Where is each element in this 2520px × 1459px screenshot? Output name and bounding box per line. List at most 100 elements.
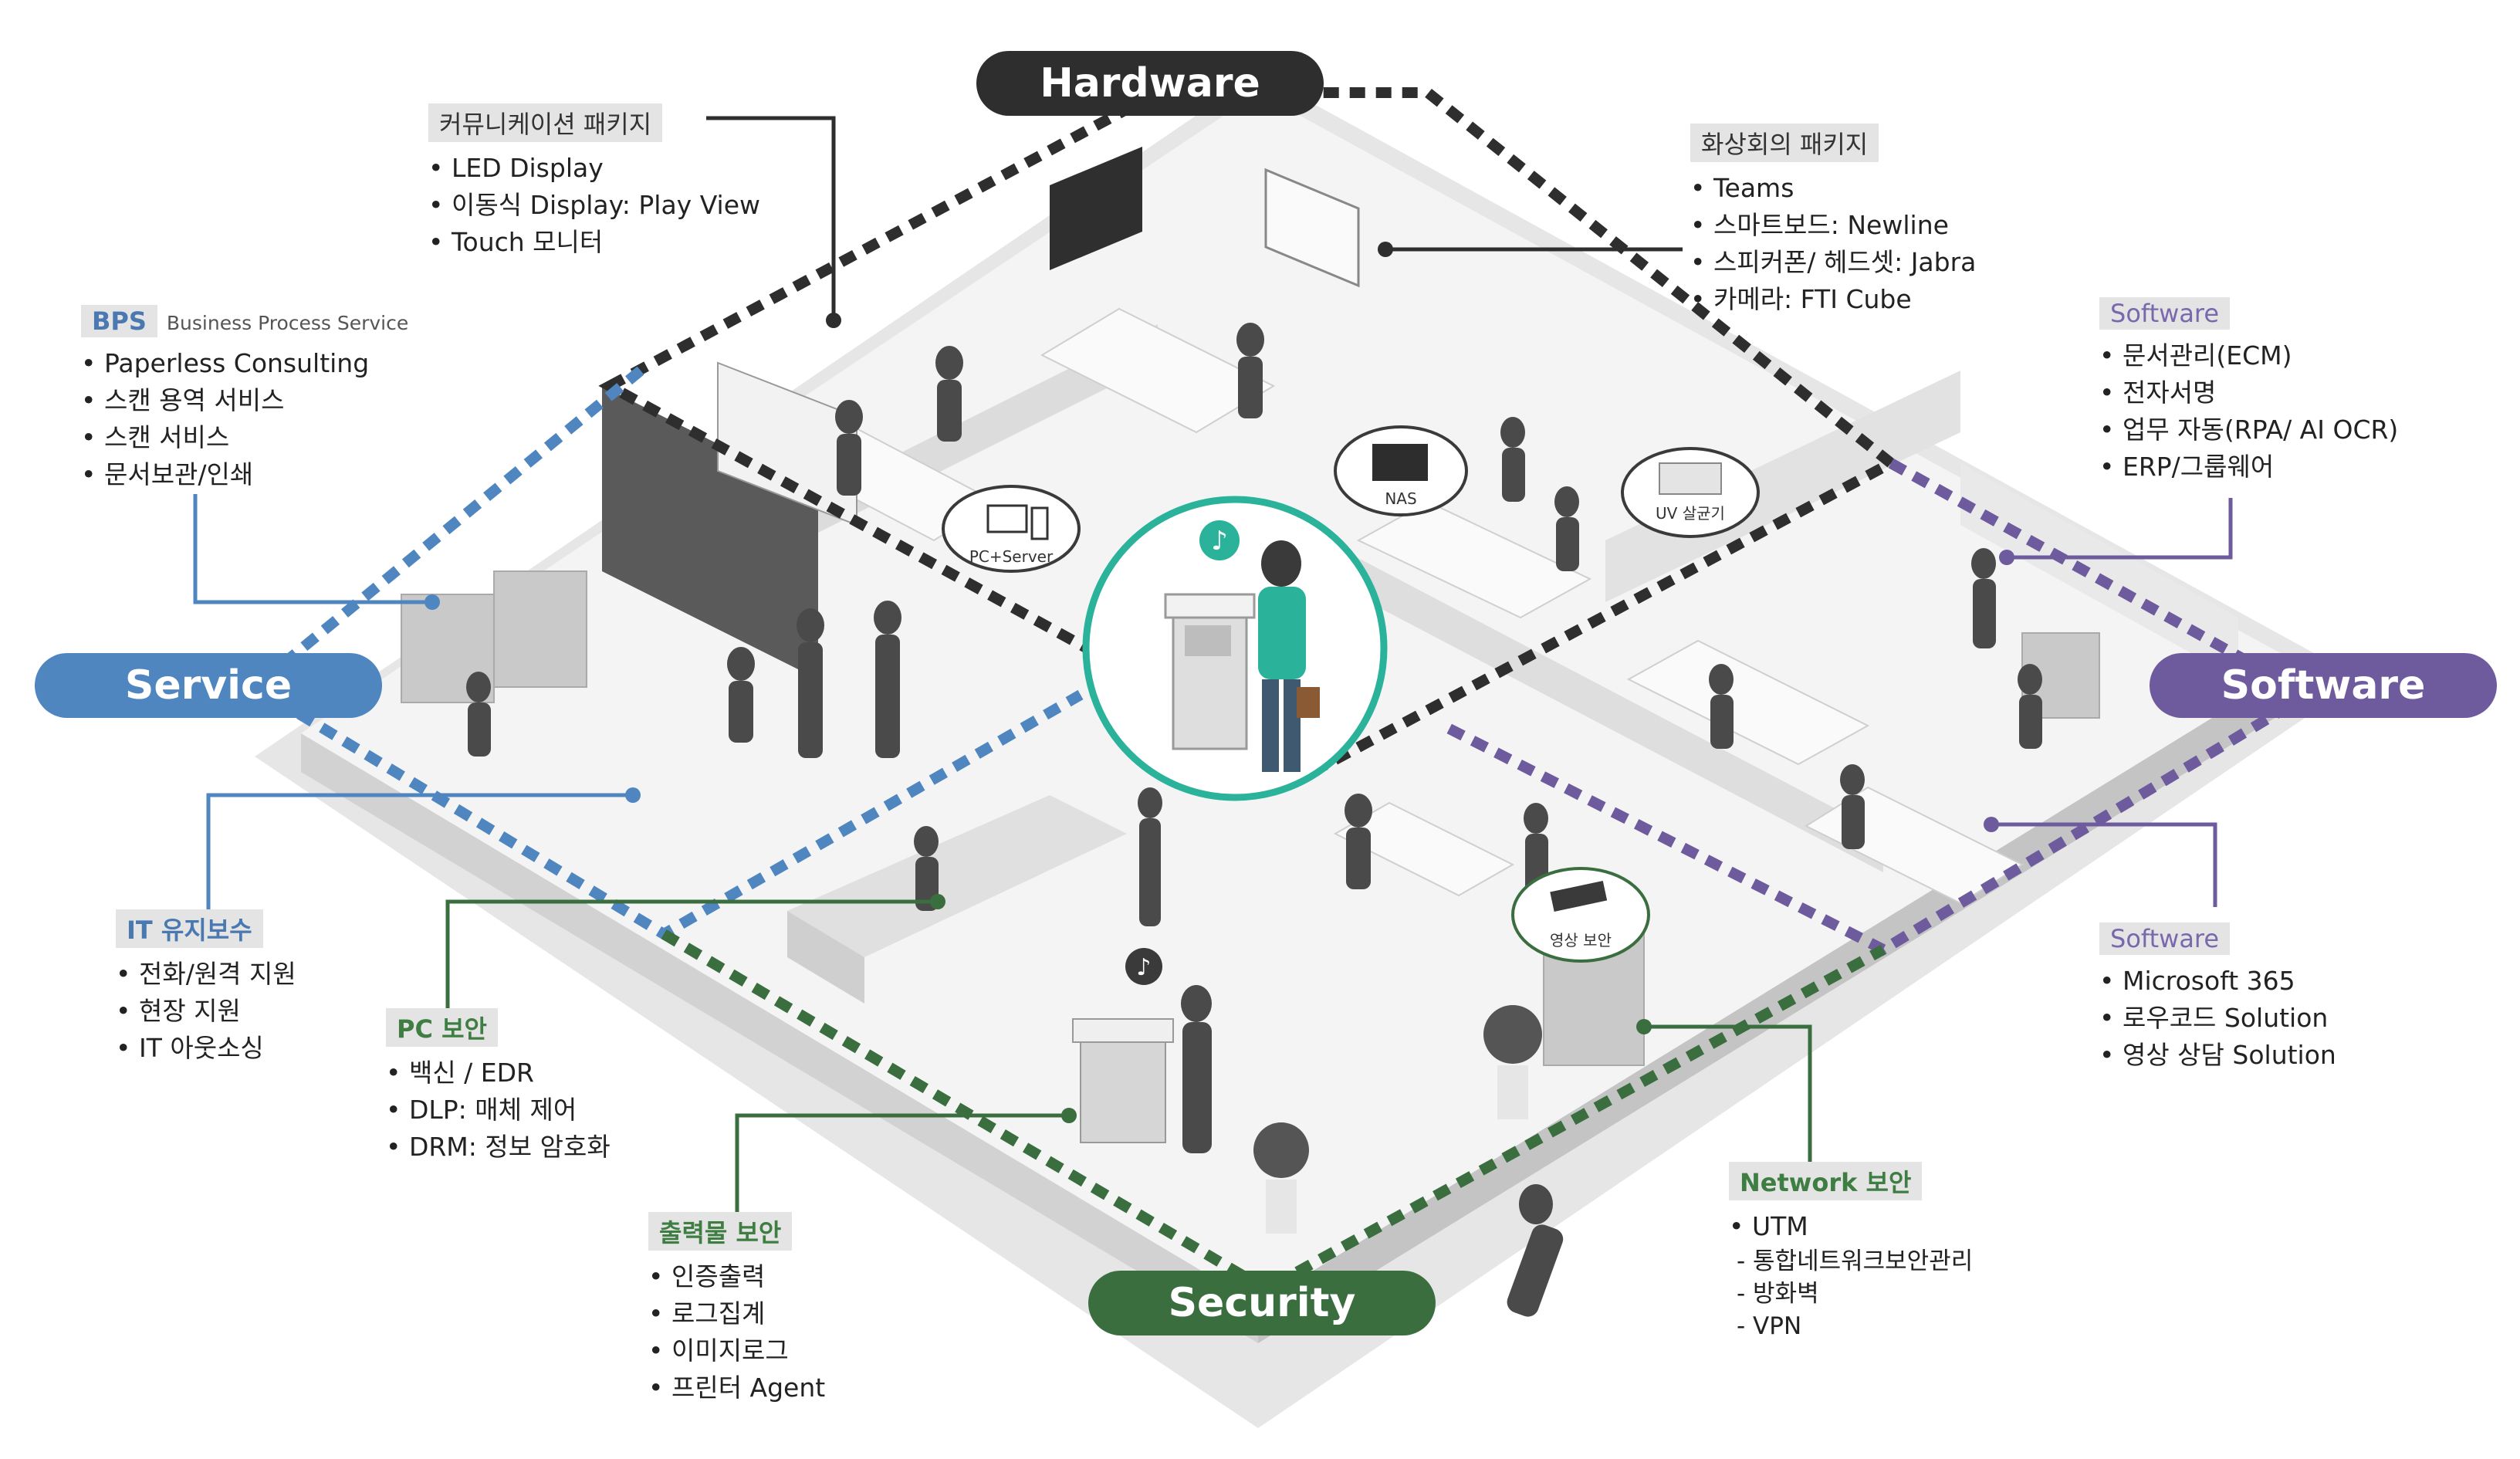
it-maintenance-list: 전화/원격 지원 현장 지원 IT 아웃소싱 xyxy=(116,956,296,1067)
network-security-title: Network 보안 xyxy=(1729,1162,1923,1200)
svg-text:♪: ♪ xyxy=(1136,954,1151,981)
wall-right xyxy=(1960,463,2238,679)
software-top-title: Software xyxy=(2099,297,2231,330)
wall-left-back xyxy=(602,386,818,679)
list-item: 스피커폰/ 헤드셋: Jabra xyxy=(1690,244,1976,281)
software-top-list: 문서관리(ECM) 전자서명 업무 자동(RPA/ AI OCR) ERP/그룹… xyxy=(2099,337,2398,486)
software-top-callout: Software 문서관리(ECM) 전자서명 업무 자동(RPA/ AI OC… xyxy=(2099,297,2398,486)
pc-security-title: PC 보안 xyxy=(386,1008,498,1047)
list-item: 스캔 용역 서비스 xyxy=(81,382,408,419)
list-item: UTM xyxy=(1729,1208,1973,1245)
nas-label: NAS xyxy=(1385,489,1416,508)
list-item: 전자서명 xyxy=(2099,374,2398,411)
list-subitem: VPN xyxy=(1729,1310,1973,1342)
software-bottom-list: Microsoft 365 로우코드 Solution 영상 상담 Soluti… xyxy=(2099,963,2336,1074)
connector-print xyxy=(735,1113,1069,1220)
list-item: 로그집계 xyxy=(648,1295,825,1332)
center-printer-badge: ♪ xyxy=(1082,496,1388,801)
communication-callout: 커뮤니케이션 패키지 LED Display 이동식 Display: Play… xyxy=(428,103,760,261)
list-item: DLP: 매체 제어 xyxy=(386,1092,611,1129)
network-security-list: UTM 통합네트워크보안관리 방화벽 VPN xyxy=(1729,1208,1973,1342)
list-item: IT 아웃소싱 xyxy=(116,1030,296,1067)
hardware-pill: Hardware xyxy=(976,51,1324,116)
security-boundary xyxy=(661,929,1886,1296)
bps-title: BPS xyxy=(81,305,157,337)
list-subitem: 통합네트워크보안관리 xyxy=(1729,1245,1973,1278)
wall-divider-2 xyxy=(1266,509,1883,872)
cabinets xyxy=(401,570,2100,1066)
connector-dots xyxy=(425,242,2014,1123)
nas-badge xyxy=(1334,425,1468,516)
connector-software-top xyxy=(2007,498,2233,560)
reception-desk xyxy=(787,795,1127,957)
print-security-title: 출력물 보안 xyxy=(648,1212,793,1251)
bps-subtitle: Business Process Service xyxy=(166,312,409,334)
connector-it xyxy=(206,793,633,915)
list-item: Teams xyxy=(1690,170,1976,207)
wall-divider-3 xyxy=(1605,371,1960,602)
security-pill: Security xyxy=(1088,1271,1436,1335)
bps-list: Paperless Consulting 스캔 용역 서비스 스캔 서비스 문서… xyxy=(81,345,408,493)
bps-callout: BPS Business Process Service Paperless Co… xyxy=(81,305,408,493)
list-item: DRM: 정보 암호화 xyxy=(386,1129,611,1166)
video-conf-callout: 화상회의 패키지 Teams 스마트보드: Newline 스피커폰/ 헤드셋:… xyxy=(1690,124,1976,318)
list-item: 이미지로그 xyxy=(648,1332,825,1369)
list-item: Paperless Consulting xyxy=(81,345,408,382)
list-item: 스캔 서비스 xyxy=(81,419,408,456)
plants xyxy=(1253,1005,1542,1234)
service-pill: Service xyxy=(35,653,382,718)
video-conf-title: 화상회의 패키지 xyxy=(1690,124,1879,162)
pc-server-label: PC+Server xyxy=(969,547,1054,566)
list-item: 백신 / EDR xyxy=(386,1054,611,1092)
network-security-callout: Network 보안 UTM 통합네트워크보안관리 방화벽 VPN xyxy=(1729,1162,1973,1342)
pc-security-list: 백신 / EDR DLP: 매체 제어 DRM: 정보 암호화 xyxy=(386,1054,611,1166)
led-display xyxy=(1050,147,1142,270)
software-boundary xyxy=(1440,458,2319,956)
list-item: 로우코드 Solution xyxy=(2099,1000,2336,1037)
list-item: 이동식 Display: Play View xyxy=(428,187,760,224)
communication-list: LED Display 이동식 Display: Play View Touch… xyxy=(428,150,760,261)
list-item: Touch 모니터 xyxy=(428,224,760,261)
list-item: LED Display xyxy=(428,150,760,187)
software-bottom-callout: Software Microsoft 365 로우코드 Solution 영상 … xyxy=(2099,922,2336,1074)
list-item: 전화/원격 지원 xyxy=(116,956,296,993)
list-item: Microsoft 365 xyxy=(2099,963,2336,1000)
list-item: 프린터 Agent xyxy=(648,1369,825,1407)
video-label: 영상 보안 xyxy=(1550,931,1612,950)
list-item: 카메라: FTI Cube xyxy=(1690,281,1976,318)
pc-security-callout: PC 보안 백신 / EDR DLP: 매체 제어 DRM: 정보 암호화 xyxy=(386,1008,611,1166)
connector-bps xyxy=(193,494,432,604)
music-note-icon xyxy=(1199,520,1240,560)
list-item: 스마트보드: Newline xyxy=(1690,207,1976,244)
reception-desk-front xyxy=(787,911,864,1004)
music-note-icon-2 xyxy=(1125,948,1162,985)
list-item: 영상 상담 Solution xyxy=(2099,1037,2336,1074)
list-item: 문서관리(ECM) xyxy=(2099,337,2398,374)
it-maintenance-title: IT 유지보수 xyxy=(116,909,263,948)
software-pill: Software xyxy=(2150,653,2497,718)
whiteboard xyxy=(1264,168,1360,288)
list-subitem: 방화벽 xyxy=(1729,1278,1973,1310)
connector-software-bottom xyxy=(1991,822,2217,907)
software-bottom-title: Software xyxy=(2099,922,2231,955)
list-item: 현장 지원 xyxy=(116,993,296,1030)
uv-badge xyxy=(1621,447,1760,538)
list-item: 인증출력 xyxy=(648,1258,825,1295)
list-item: 문서보관/인쇄 xyxy=(81,456,408,493)
communication-title: 커뮤니케이션 패키지 xyxy=(428,103,663,142)
video-conf-list: Teams 스마트보드: Newline 스피커폰/ 헤드셋: Jabra 카메… xyxy=(1690,170,1976,318)
print-security-callout: 출력물 보안 인증출력 로그집계 이미지로그 프린터 Agent xyxy=(648,1212,825,1407)
svg-text:♪: ♪ xyxy=(1211,526,1228,557)
hardware-boundary xyxy=(598,87,1901,778)
floor-left-face xyxy=(301,733,1258,1343)
connector-network xyxy=(1644,1024,1812,1163)
people xyxy=(466,323,2042,1317)
list-item: 업무 자동(RPA/ AI OCR) xyxy=(2099,411,2398,449)
print-security-list: 인증출력 로그집계 이미지로그 프린터 Agent xyxy=(648,1258,825,1407)
pc-server-badge xyxy=(942,485,1081,573)
connector-communication xyxy=(706,116,836,320)
service-boundary xyxy=(245,366,1084,941)
bps-title-text: BPS xyxy=(92,306,147,336)
